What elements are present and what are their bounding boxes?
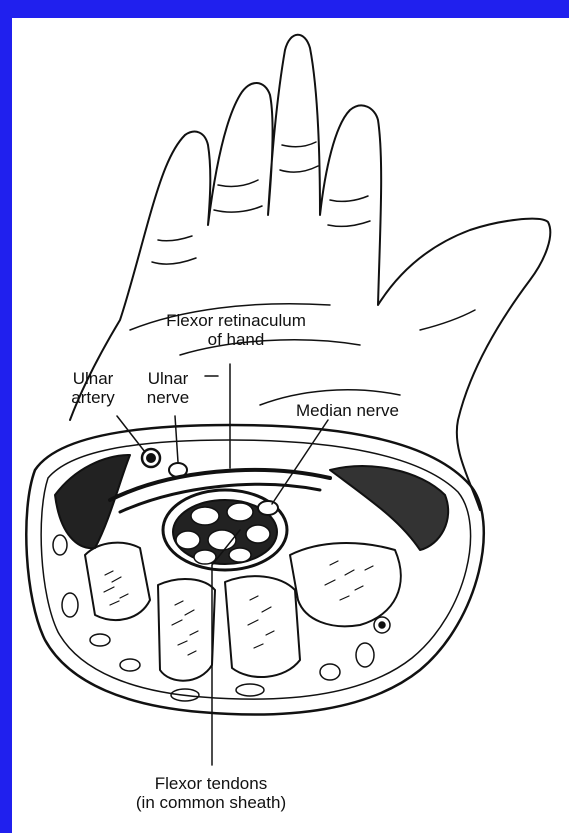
ulnar-nerve <box>169 463 187 477</box>
ulnar-nerve-label-line2: nerve <box>137 388 199 407</box>
flexor-retinaculum-label: Flexor retinaculum of hand <box>128 311 344 349</box>
ulnar-nerve-label: Ulnar nerve <box>137 369 199 407</box>
thenar-muscle <box>330 466 448 550</box>
flexor-retinaculum-label-line2: of hand <box>128 330 344 349</box>
finger-crease <box>280 166 318 172</box>
finger-crease <box>214 206 262 212</box>
finger-crease <box>330 196 368 201</box>
finger-crease <box>282 142 316 147</box>
carpal-bone <box>85 543 150 620</box>
finger-crease <box>158 236 192 241</box>
flexor-retinaculum-label-line1: Flexor retinaculum <box>128 311 344 330</box>
carpal-bone <box>290 543 401 626</box>
ulnar-artery-label-line2: artery <box>62 388 124 407</box>
ulnar-artery-label: Ulnar artery <box>62 369 124 407</box>
finger-crease <box>328 221 370 226</box>
flexor-tendons-label-line2: (in common sheath) <box>118 793 304 812</box>
flexor-tendons-label: Flexor tendons (in common sheath) <box>118 774 304 812</box>
hand-outline <box>70 35 550 510</box>
hypothenar-muscle <box>55 455 130 548</box>
carpal-bone <box>225 576 300 677</box>
finger-crease <box>218 180 258 186</box>
ulnar-nerve-label-line1: Ulnar <box>137 369 199 388</box>
carpal-bone <box>158 579 215 681</box>
thumb-crease <box>420 310 475 330</box>
finger-crease <box>152 258 196 264</box>
median-nerve-label: Median nerve <box>296 401 399 420</box>
ulnar-artery-label-line1: Ulnar <box>62 369 124 388</box>
flexor-tendons-label-line1: Flexor tendons <box>118 774 304 793</box>
ulnar-artery-lumen <box>147 454 155 462</box>
median-nerve <box>258 501 278 515</box>
